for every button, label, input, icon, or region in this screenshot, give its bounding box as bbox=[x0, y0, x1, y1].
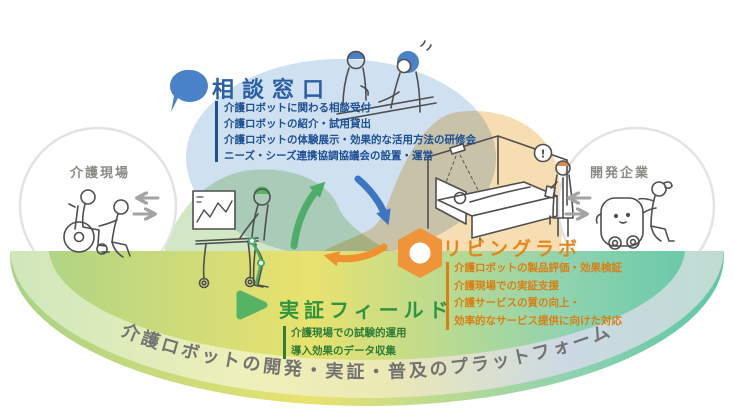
alert-mark: ! bbox=[540, 148, 545, 161]
cycle-arrows bbox=[290, 175, 391, 267]
bullet-item: 介護ロボットの製品評価・効果検証 bbox=[454, 262, 622, 274]
node-icons bbox=[169, 69, 442, 320]
consultation-title: 相談窓口 bbox=[212, 78, 333, 103]
alert-bubble-icon bbox=[533, 143, 553, 163]
consultation-bullet-bar bbox=[215, 101, 218, 162]
demo-field-bullet-bar bbox=[283, 326, 286, 359]
speech-bubble-icon bbox=[169, 69, 208, 112]
cycle-arrow-green bbox=[290, 181, 326, 250]
bullet-item: 介護ロボットの紹介・試用貸出 bbox=[224, 118, 371, 130]
consultation-illustration bbox=[336, 40, 437, 121]
bullet-item: 介護現場での試験的運用 bbox=[291, 327, 407, 339]
living-lab-title: リビングラボ bbox=[443, 238, 582, 260]
sensor-icon bbox=[449, 143, 466, 155]
hexagon-hole bbox=[409, 242, 431, 264]
exoskeleton-illustration bbox=[192, 186, 271, 289]
bullet-item: 効率的なサービス提供に向けた対応 bbox=[454, 314, 622, 327]
developer-illustration bbox=[595, 181, 675, 250]
exchange-arrows-left bbox=[132, 198, 160, 214]
living-lab-bullet-bar bbox=[446, 262, 449, 330]
band-ring bbox=[10, 251, 724, 398]
living-lab-bullet-list: 介護ロボットの製品評価・効果検証 介護現場での実証支援 介護サービスの質の向上・… bbox=[454, 260, 622, 330]
bedroom-illustration bbox=[427, 135, 574, 247]
bullet-item: 介護ロボットの体験展示・効果的な活用方法の研修会 bbox=[224, 134, 476, 146]
care-site-label: 介護現場 bbox=[69, 166, 130, 181]
bullet-item: ニーズ・シーズ連携協調協議会の設置・運営 bbox=[224, 150, 433, 162]
exchange-arrows-right bbox=[564, 198, 592, 214]
play-triangle-icon bbox=[236, 290, 268, 320]
cycle-arrow-blue bbox=[354, 175, 391, 226]
platform-band bbox=[10, 251, 724, 406]
bullet-item: 導入効果のデータ収集 bbox=[291, 345, 396, 357]
demo-field-title: 実証フィールド bbox=[279, 298, 454, 322]
care-site-illustration bbox=[63, 189, 131, 258]
consultation-bullet-list: 介護ロボットに関わる相談受付 介護ロボットの紹介・試用貸出 介護ロボットの体験展… bbox=[224, 100, 476, 164]
bullet-item: 介護現場での実証支援 bbox=[454, 279, 559, 292]
demo-field-bullet-list: 介護現場での試験的運用 導入効果のデータ収集 bbox=[291, 324, 407, 360]
bullet-item: 介護ロボットに関わる相談受付 bbox=[224, 102, 371, 114]
developer-label: 開発企業 bbox=[589, 166, 650, 181]
cycle-arrow-orange bbox=[323, 243, 388, 267]
hexagon-icon bbox=[398, 228, 442, 278]
bullet-item: 介護サービスの質の向上・ bbox=[454, 297, 580, 309]
